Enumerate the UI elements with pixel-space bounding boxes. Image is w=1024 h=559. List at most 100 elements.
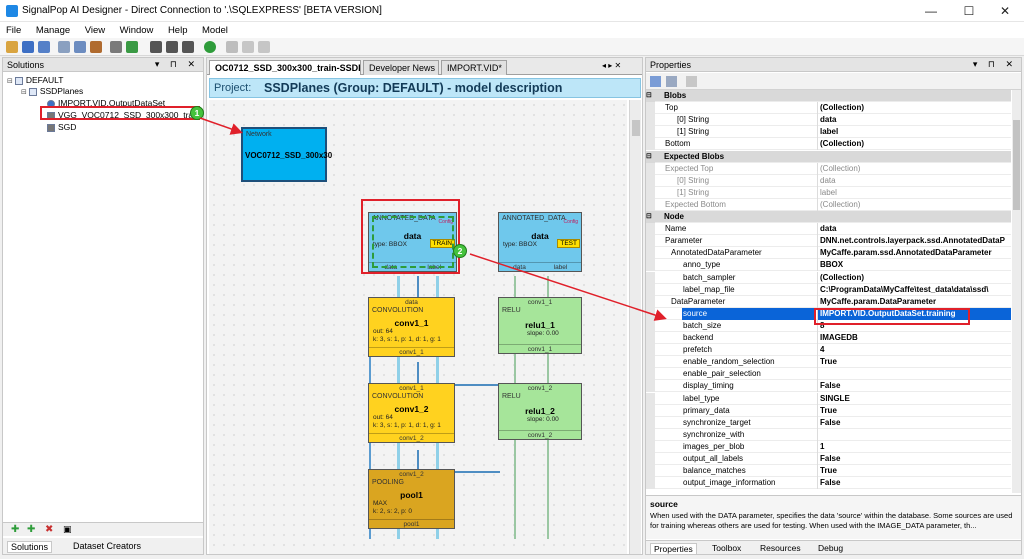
property-value[interactable]: data [817, 174, 1011, 187]
property-category[interactable]: ⊟Node [646, 211, 1011, 223]
step-icon[interactable] [242, 41, 254, 53]
property-row[interactable]: batch_sampler(Collection) [646, 271, 1011, 284]
layout-icon[interactable] [166, 41, 178, 53]
tab-properties[interactable]: Properties [650, 543, 697, 555]
new-item-icon[interactable] [58, 41, 70, 53]
window-icon[interactable] [150, 41, 162, 53]
property-value[interactable]: label [817, 126, 1011, 139]
layer-conv1-1[interactable]: data CONVOLUTION conv1_1 out: 64 k: 3, s… [368, 297, 455, 357]
tools-icon[interactable] [110, 41, 122, 53]
close-button[interactable]: ✕ [999, 4, 1011, 18]
property-value[interactable] [817, 428, 1011, 441]
tab-debug[interactable]: Debug [818, 543, 844, 553]
tab-toolbox[interactable]: Toolbox [712, 543, 742, 553]
property-value[interactable] [817, 368, 1011, 381]
sort-alpha-icon[interactable] [666, 76, 677, 87]
scrollbar-thumb[interactable] [632, 120, 640, 136]
property-value[interactable]: (Collection) [817, 271, 1011, 284]
property-value[interactable]: data [817, 223, 1011, 236]
maximize-button[interactable]: ☐ [963, 4, 975, 18]
tab-developer-news[interactable]: Developer News [363, 60, 439, 75]
property-value[interactable]: 1 [817, 440, 1011, 453]
tree-node-project[interactable]: ⊟ SSDPlanes [21, 86, 84, 96]
property-value[interactable]: (Collection) [817, 162, 1011, 175]
property-value[interactable]: False [817, 477, 1011, 490]
layer-annotated-data-test[interactable]: ANNOTATED_DATA Config data type: BBOX TE… [498, 212, 582, 272]
network-node[interactable]: Network VOC0712_SSD_300x30 [241, 127, 332, 182]
property-value[interactable]: 4 [817, 344, 1011, 357]
property-value[interactable]: False [817, 380, 1011, 393]
canvas-scrollbar[interactable] [629, 100, 641, 554]
add-child-icon[interactable]: ✚ [27, 524, 36, 535]
property-row[interactable]: Bottom(Collection) [646, 138, 1011, 151]
property-value[interactable]: True [817, 465, 1011, 478]
menu-file[interactable]: File [6, 25, 22, 36]
property-value[interactable]: BBOX [817, 259, 1011, 272]
panel-pin-buttons[interactable]: ▾ ⊓ ✕ [972, 59, 1017, 69]
tab-import-vid[interactable]: IMPORT.VID* [441, 60, 507, 75]
menu-help[interactable]: Help [167, 25, 188, 36]
property-pages-icon[interactable] [686, 76, 697, 87]
save-icon[interactable] [22, 41, 34, 53]
tab-model-document[interactable]: OC0712_SSD_300x300_train-SSDI [209, 60, 361, 75]
minimize-button[interactable]: — [925, 4, 937, 18]
copy-icon[interactable]: ▣ [63, 524, 72, 534]
add-icon[interactable]: ✚ [11, 524, 20, 535]
property-row[interactable]: synchronize_with [646, 428, 1011, 441]
property-row[interactable]: enable_pair_selection [646, 368, 1011, 381]
menu-model[interactable]: Model [202, 25, 228, 36]
settings-icon[interactable] [126, 41, 138, 53]
save-all-icon[interactable] [38, 41, 50, 53]
property-row[interactable]: Top(Collection) [646, 102, 1011, 115]
menu-manage[interactable]: Manage [35, 25, 71, 36]
property-value[interactable]: data [817, 114, 1011, 127]
tab-dataset-creators[interactable]: Dataset Creators [73, 541, 142, 551]
layer-conv1-2[interactable]: conv1_1 CONVOLUTION conv1_2 out: 64 k: 3… [368, 383, 455, 443]
property-category[interactable]: ⊟Expected Blobs [646, 150, 1011, 163]
property-row[interactable]: Expected Bottom(Collection) [646, 198, 1011, 211]
model-canvas[interactable]: Network VOC0712_SSD_300x30 ANNOTATED_DAT… [209, 100, 627, 554]
layer-relu1-1[interactable]: conv1_1 RELU relu1_1 slope: 0.00 conv1_1 [498, 297, 582, 354]
tree-node-solver[interactable]: SGD [47, 122, 76, 133]
tab-solutions[interactable]: Solutions [7, 541, 53, 553]
tab-scroll-controls[interactable]: ◂ ▸ ✕ [602, 61, 622, 70]
properties-scrollbar[interactable] [1012, 90, 1021, 493]
property-value[interactable]: True [817, 404, 1011, 417]
menu-view[interactable]: View [84, 25, 106, 36]
property-row[interactable]: Expected Top(Collection) [646, 162, 1011, 175]
property-value[interactable]: True [817, 356, 1011, 369]
property-value[interactable]: MyCaffe.param.DataParameter [817, 295, 1011, 308]
import-icon[interactable] [74, 41, 86, 53]
property-value[interactable]: (Collection) [817, 138, 1011, 151]
property-value[interactable]: IMAGEDB [817, 332, 1011, 344]
property-value[interactable]: IMPORT.VID.OutputDataSet.training [817, 307, 1011, 320]
property-value[interactable]: label [817, 186, 1011, 199]
tab-resources[interactable]: Resources [760, 543, 801, 553]
panel-pin-buttons[interactable]: ▾ ⊓ ✕ [154, 59, 199, 69]
property-value[interactable]: DNN.net.controls.layerpack.ssd.Annotated… [817, 235, 1011, 248]
export-icon[interactable] [90, 41, 102, 53]
property-category[interactable]: ⊟Blobs [646, 90, 1011, 102]
play-icon[interactable] [226, 41, 238, 53]
property-value[interactable]: False [817, 453, 1011, 465]
refresh-icon[interactable] [204, 41, 216, 53]
stop-icon[interactable] [258, 41, 270, 53]
